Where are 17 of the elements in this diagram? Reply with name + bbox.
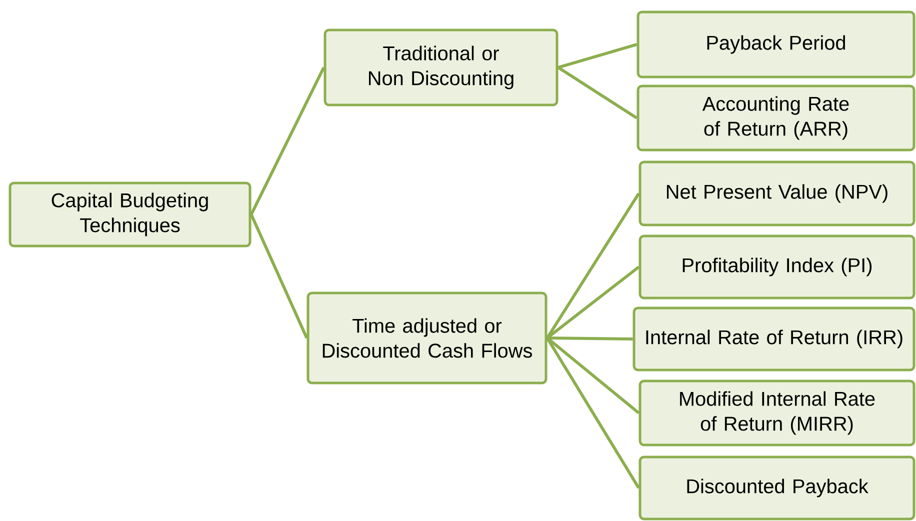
connector-line bbox=[546, 337, 640, 489]
category-box: Time adjusted or Discounted Cash Flows bbox=[306, 292, 548, 384]
root-box: Capital Budgeting Techniques bbox=[8, 182, 252, 248]
connector-line bbox=[558, 43, 638, 69]
connector-line bbox=[546, 192, 640, 339]
technique-box: Profitability Index (PI) bbox=[638, 234, 916, 300]
connector-line bbox=[250, 66, 326, 216]
connector-line bbox=[557, 66, 638, 120]
technique-box: Discounted Payback bbox=[638, 456, 916, 520]
category-box: Traditional or Non Discounting bbox=[324, 28, 558, 106]
technique-box: Accounting Rate of Return (ARR) bbox=[636, 84, 916, 152]
technique-box: Net Present Value (NPV) bbox=[638, 160, 916, 226]
technique-box: Payback Period bbox=[636, 10, 916, 78]
connector-line bbox=[547, 336, 633, 340]
technique-box: Internal Rate of Return (IRR) bbox=[632, 306, 916, 372]
technique-box: Modified Internal Rate of Return (MIRR) bbox=[638, 380, 916, 446]
connector-line bbox=[250, 214, 308, 339]
